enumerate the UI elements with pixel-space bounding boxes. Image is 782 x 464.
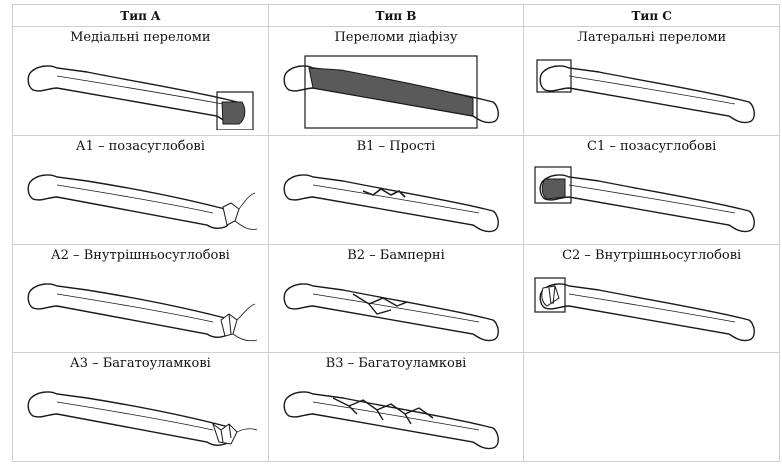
cell-c1: С1 – позасуглобові <box>524 135 780 244</box>
label-a1: А1 – позасуглобові <box>13 139 268 155</box>
bone-b3-illustration <box>273 372 519 456</box>
header-type-c: Тип C <box>524 5 780 27</box>
header-type-b: Тип B <box>268 5 524 27</box>
bone-b1-illustration <box>273 155 519 239</box>
label-c1: С1 – позасуглобові <box>524 139 779 155</box>
bone-a2-illustration <box>17 264 263 348</box>
label-a3: А3 – Багатоуламкові <box>13 356 268 372</box>
cell-lateral: Латеральні переломи <box>524 27 780 136</box>
bone-diaphysis-illustration <box>273 46 519 130</box>
label-medial: Медіальні переломи <box>13 30 268 46</box>
label-c2: С2 – Внутрішньосуглобові <box>524 248 779 264</box>
cell-diaphysis: Переломи діафізу <box>268 27 524 136</box>
label-a2: А2 – Внутрішньосуглобові <box>13 248 268 264</box>
classification-table: Тип A Тип B Тип C Медіальні переломи Пер… <box>12 4 780 462</box>
bone-c2-illustration <box>529 264 775 348</box>
subtype-row-2: А2 – Внутрішньосуглобові В2 – Бамперні <box>13 244 780 353</box>
label-b3: В3 – Багатоуламкові <box>269 356 524 372</box>
bone-medial-illustration <box>17 46 263 130</box>
subtype-row-1: А1 – позасуглобові В1 – Прості <box>13 135 780 244</box>
header-row: Тип A Тип B Тип C <box>13 5 780 27</box>
cell-b1: В1 – Прості <box>268 135 524 244</box>
cell-empty <box>524 353 780 462</box>
label-b2: В2 – Бамперні <box>269 248 524 264</box>
cell-medial: Медіальні переломи <box>13 27 269 136</box>
bone-lateral-illustration <box>529 46 775 130</box>
bone-a3-illustration <box>17 372 263 456</box>
header-type-a: Тип A <box>13 5 269 27</box>
label-diaphysis: Переломи діафізу <box>269 30 524 46</box>
label-b1: В1 – Прості <box>269 139 524 155</box>
cell-a3: А3 – Багатоуламкові <box>13 353 269 462</box>
cell-c2: С2 – Внутрішньосуглобові <box>524 244 780 353</box>
cell-a1: А1 – позасуглобові <box>13 135 269 244</box>
classification-diagram: Тип A Тип B Тип C Медіальні переломи Пер… <box>12 4 780 462</box>
bone-c1-illustration <box>529 155 775 239</box>
label-lateral: Латеральні переломи <box>524 30 779 46</box>
subtype-row-3: А3 – Багатоуламкові В3 – Багатоуламкові <box>13 353 780 462</box>
cell-b2: В2 – Бамперні <box>268 244 524 353</box>
bone-b2-illustration <box>273 264 519 348</box>
overview-row: Медіальні переломи Переломи діафізу <box>13 27 780 136</box>
bone-a1-illustration <box>17 155 263 239</box>
cell-a2: А2 – Внутрішньосуглобові <box>13 244 269 353</box>
cell-b3: В3 – Багатоуламкові <box>268 353 524 462</box>
